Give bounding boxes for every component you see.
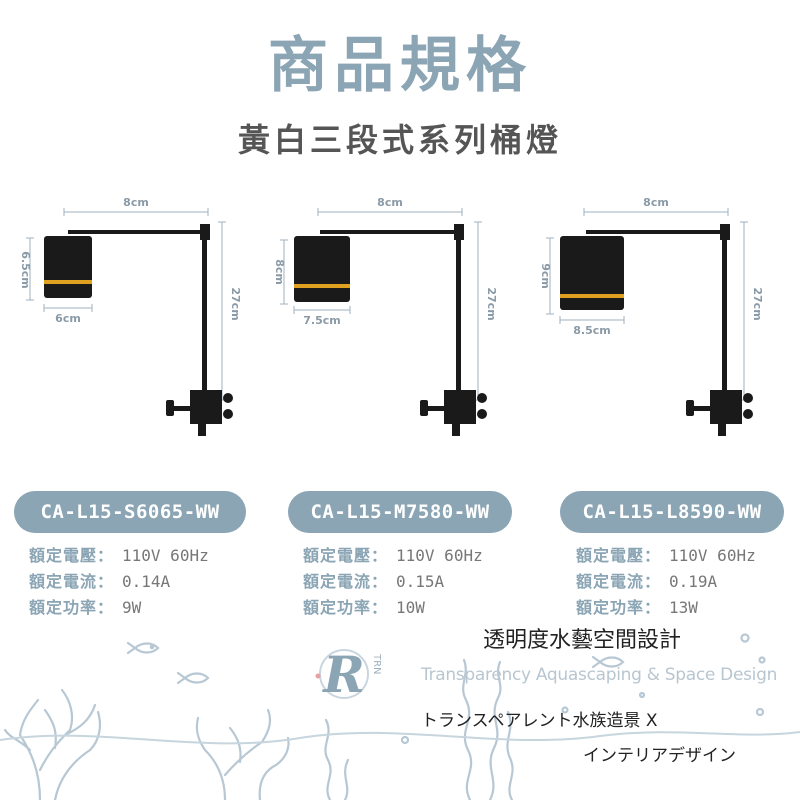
model-badge-2: CA-L15-M7580-WW bbox=[288, 491, 512, 533]
spec-row-current: 額定電流： 0.14A bbox=[29, 569, 209, 595]
spec-label: 額定電流： bbox=[576, 572, 662, 591]
dim-lamp-width: 6cm bbox=[55, 312, 81, 325]
spec-label: 額定功率： bbox=[303, 598, 389, 617]
seaweed-icon bbox=[324, 718, 350, 800]
spec-value: 10W bbox=[396, 598, 425, 617]
brand-name-en: Transparency Aquascaping & Space Design bbox=[421, 665, 778, 685]
dim-lamp-width: 7.5cm bbox=[303, 314, 340, 327]
page-title: 商品規格 bbox=[268, 31, 532, 101]
product-drawing-1: 8cm 6.5cm 6cm 27cm bbox=[0, 190, 260, 450]
model-badge-3: CA-L15-L8590-WW bbox=[560, 491, 784, 533]
bubble-icon bbox=[561, 706, 569, 714]
spec-label: 額定電流： bbox=[29, 572, 115, 591]
product-drawing-3: 8cm 9cm 8.5cm 27cm bbox=[522, 190, 782, 450]
fish-icon bbox=[176, 671, 210, 685]
brand-logo: R TRN bbox=[315, 645, 382, 704]
dim-total-height: 27cm bbox=[485, 287, 498, 320]
spec-label: 額定電壓： bbox=[576, 546, 662, 565]
spec-list-1: 額定電壓： 110V 60Hz 額定電流： 0.14A 額定功率： 9W bbox=[29, 543, 209, 621]
spec-value: 13W bbox=[669, 598, 698, 617]
spec-row-voltage: 額定電壓： 110V 60Hz bbox=[576, 543, 756, 569]
spec-value: 9W bbox=[122, 598, 142, 617]
logo-small-text: TRN bbox=[371, 653, 382, 675]
bubble-icon bbox=[638, 691, 646, 699]
model-badge-1: CA-L15-S6065-WW bbox=[14, 491, 246, 533]
spec-label: 額定電壓： bbox=[29, 546, 115, 565]
bubble-icon bbox=[740, 633, 750, 643]
dim-arm-width: 8cm bbox=[377, 196, 403, 209]
brand-name-jp-2: インテリアデザイン bbox=[583, 746, 736, 766]
logo-letter: R bbox=[321, 645, 365, 704]
bubble-icon bbox=[758, 656, 766, 664]
dim-lamp-width: 8.5cm bbox=[573, 324, 610, 337]
spec-row-current: 額定電流： 0.19A bbox=[576, 569, 756, 595]
spec-list-2: 額定電壓： 110V 60Hz 額定電流： 0.15A 額定功率： 10W bbox=[303, 543, 483, 621]
spec-row-power: 額定功率： 13W bbox=[576, 595, 756, 621]
brand-name-jp-1: トランスペアレント水族造景 X bbox=[421, 711, 658, 731]
dim-lamp-height: 6.5cm bbox=[19, 251, 32, 288]
brand-name-cn: 透明度水藝空間設計 bbox=[483, 628, 682, 653]
page-subtitle: 黃白三段式系列桶燈 bbox=[237, 121, 562, 159]
fish-icon bbox=[591, 655, 625, 669]
ocean-decoration bbox=[0, 633, 800, 800]
fish-icon bbox=[126, 641, 160, 655]
spec-value: 110V 60Hz bbox=[669, 546, 756, 565]
product-drawing-2: 8cm 8cm 7.5cm 27cm bbox=[256, 190, 516, 450]
coral-icon bbox=[3, 688, 101, 800]
spec-row-current: 額定電流： 0.15A bbox=[303, 569, 483, 595]
bubble-icon bbox=[755, 707, 765, 717]
dim-arm-width: 8cm bbox=[123, 196, 149, 209]
seaweed-icon bbox=[462, 658, 514, 800]
dim-lamp-height: 8cm bbox=[273, 259, 286, 285]
bubble-icon bbox=[400, 735, 410, 745]
dim-total-height: 27cm bbox=[229, 287, 242, 320]
lamp-diagram: 8cm 8cm 7.5cm 27cm bbox=[273, 196, 498, 436]
coral-icon bbox=[195, 708, 290, 800]
spec-label: 額定電壓： bbox=[303, 546, 389, 565]
spec-label: 額定電流： bbox=[303, 572, 389, 591]
spec-list-3: 額定電壓： 110V 60Hz 額定電流： 0.19A 額定功率： 13W bbox=[576, 543, 756, 621]
dim-lamp-height: 9cm bbox=[539, 263, 552, 289]
spec-row-voltage: 額定電壓： 110V 60Hz bbox=[29, 543, 209, 569]
spec-label: 額定功率： bbox=[29, 598, 115, 617]
spec-value: 0.19A bbox=[669, 572, 718, 591]
spec-value: 0.14A bbox=[122, 572, 171, 591]
lamp-diagram: 8cm 9cm 8.5cm 27cm bbox=[539, 196, 764, 436]
spec-label: 額定功率： bbox=[576, 598, 662, 617]
dim-total-height: 27cm bbox=[751, 287, 764, 320]
dim-arm-width: 8cm bbox=[643, 196, 669, 209]
spec-row-voltage: 額定電壓： 110V 60Hz bbox=[303, 543, 483, 569]
lamp-diagram: 8cm 6.5cm 6cm 27cm bbox=[19, 196, 242, 436]
spec-value: 110V 60Hz bbox=[122, 546, 209, 565]
spec-value: 0.15A bbox=[396, 572, 445, 591]
spec-row-power: 額定功率： 10W bbox=[303, 595, 483, 621]
spec-row-power: 額定功率： 9W bbox=[29, 595, 209, 621]
spec-value: 110V 60Hz bbox=[396, 546, 483, 565]
